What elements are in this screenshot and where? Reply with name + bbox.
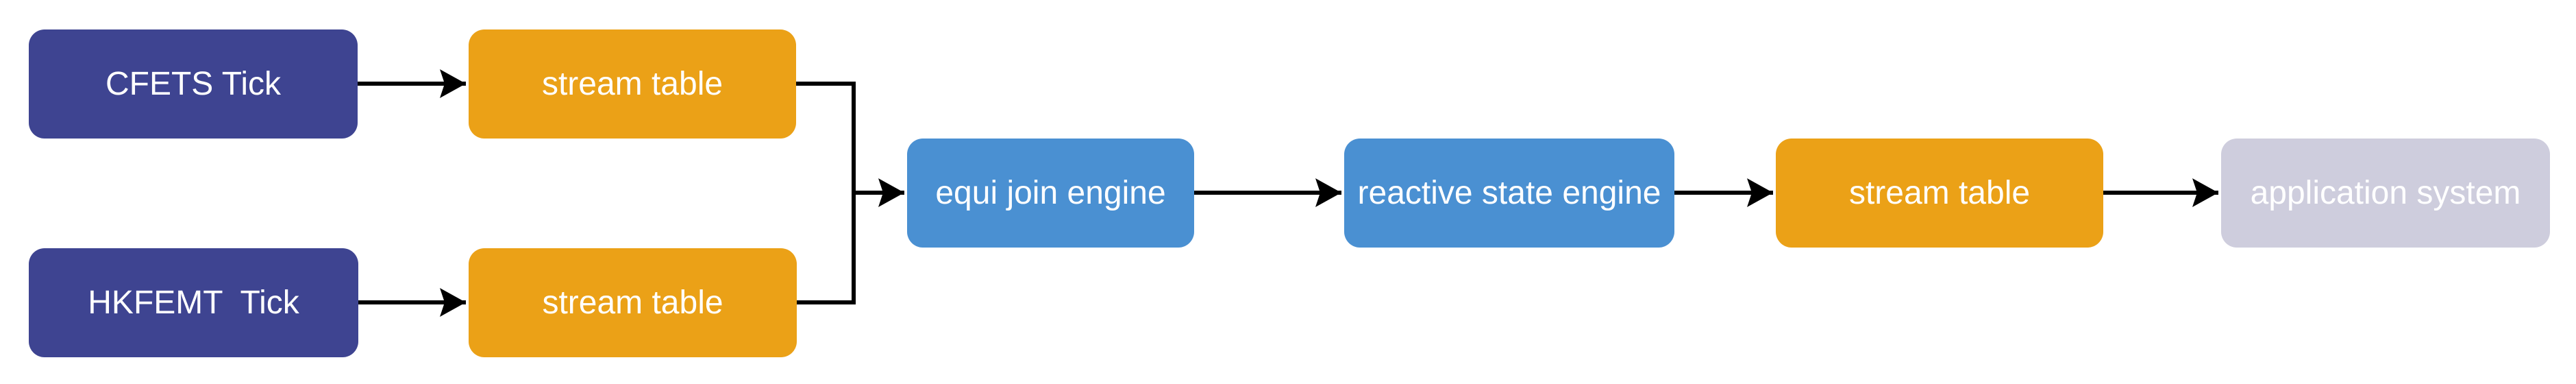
node-application-system-label: application system <box>2250 175 2521 211</box>
node-reactive-state-engine: reactive state engine <box>1344 139 1674 248</box>
node-application-system: application system <box>2221 139 2550 248</box>
node-reactive-state-engine-label: reactive state engine <box>1357 175 1661 211</box>
node-stream-table-2-label: stream table <box>542 285 723 321</box>
node-hkfemt-tick-label: HKFEMT Tick <box>88 285 299 321</box>
node-stream-table-3: stream table <box>1776 139 2103 248</box>
node-equi-join-engine-label: equi join engine <box>935 175 1166 211</box>
node-stream-table-1-label: stream table <box>541 66 723 102</box>
edge-stream1-elbow <box>796 82 856 193</box>
node-stream-table-1: stream table <box>469 29 796 139</box>
node-hkfemt-tick: HKFEMT Tick <box>29 248 358 357</box>
node-stream-table-3-label: stream table <box>1848 175 2031 211</box>
node-cfets-tick-label: CFETS Tick <box>105 66 281 102</box>
edge-stream2-elbow <box>797 193 856 304</box>
node-equi-join-engine: equi join engine <box>907 139 1194 248</box>
node-stream-table-2: stream table <box>469 248 797 357</box>
node-cfets-tick: CFETS Tick <box>29 29 358 139</box>
